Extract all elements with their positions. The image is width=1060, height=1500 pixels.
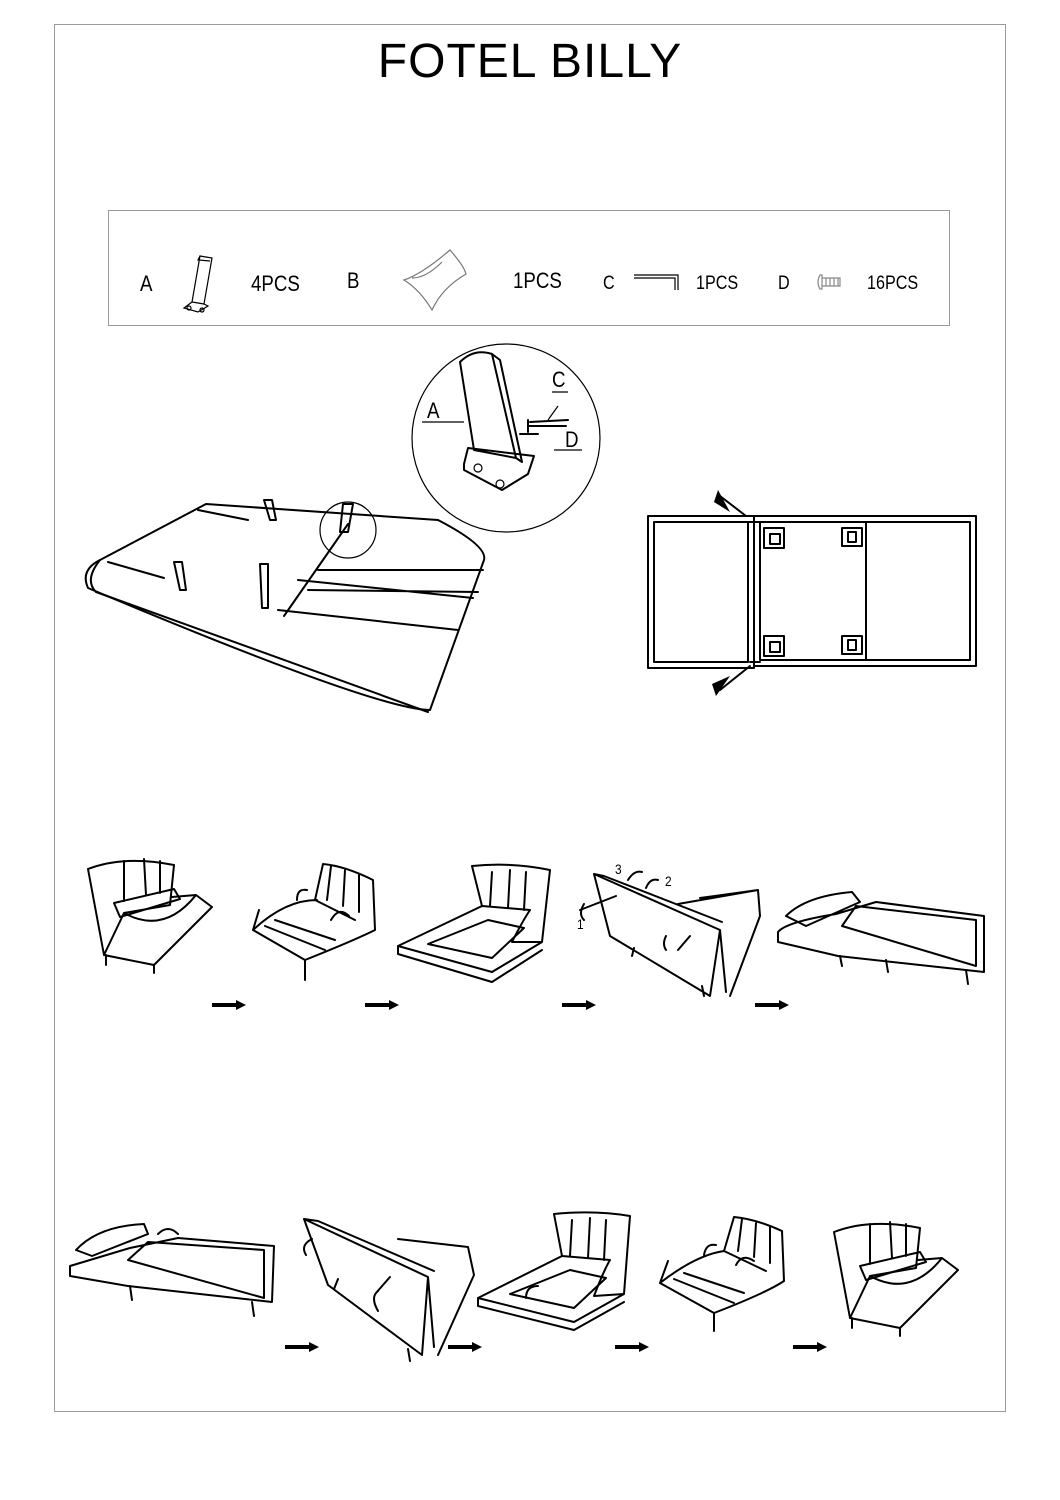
step-number-3: 3	[615, 861, 622, 877]
step-9-seat-returned	[659, 1216, 785, 1332]
part-d-letter: D	[778, 273, 790, 294]
step-arrow	[755, 1000, 789, 1010]
step-5-bed-unfolded	[777, 891, 985, 985]
step-arrow	[285, 1342, 319, 1352]
part-d-qty: 16PCS	[867, 273, 919, 294]
step-7-fold-back	[303, 1218, 475, 1362]
step-10-chair-with-pillow	[833, 1221, 959, 1337]
leg-icon	[182, 255, 213, 313]
step-arrow	[365, 1000, 399, 1010]
step-number-2: 2	[665, 873, 672, 889]
leg-installation-diagram	[84, 499, 486, 713]
part-c-qty: 1PCS	[696, 273, 739, 294]
pillow-icon	[402, 249, 467, 312]
page-title: FOTEL BILLY	[377, 35, 683, 88]
step-arrow	[448, 1342, 482, 1352]
step-8-seat-frame	[477, 1211, 631, 1331]
detail-label-a: A	[427, 398, 440, 423]
part-b-qty: 1PCS	[513, 268, 562, 293]
step-number-1: 1	[577, 916, 584, 932]
page-border	[54, 24, 1006, 1412]
step-arrow	[793, 1342, 827, 1352]
step-6-bed-fold-start	[69, 1223, 275, 1317]
parts-list	[108, 210, 950, 326]
detail-label-c: C	[552, 367, 566, 392]
detail-label-d: D	[565, 427, 579, 452]
step-4-fold-back-arrows	[579, 870, 761, 997]
step-3-seat-removed	[397, 863, 551, 983]
step-arrow	[615, 1342, 649, 1352]
part-b-letter: B	[347, 268, 360, 293]
part-a-letter: A	[140, 271, 153, 296]
step-1-chair-with-pillow	[87, 858, 213, 974]
step-2-remove-pillow	[252, 863, 376, 981]
frame-top-view-diagram	[647, 490, 977, 696]
leg-detail-magnifier	[411, 343, 601, 533]
part-c-letter: C	[603, 273, 615, 294]
part-a-qty: 4PCS	[251, 271, 300, 296]
allen-key-icon	[634, 274, 679, 290]
step-arrow	[562, 1000, 596, 1010]
step-arrow	[212, 1000, 246, 1010]
screw-icon	[817, 274, 841, 290]
